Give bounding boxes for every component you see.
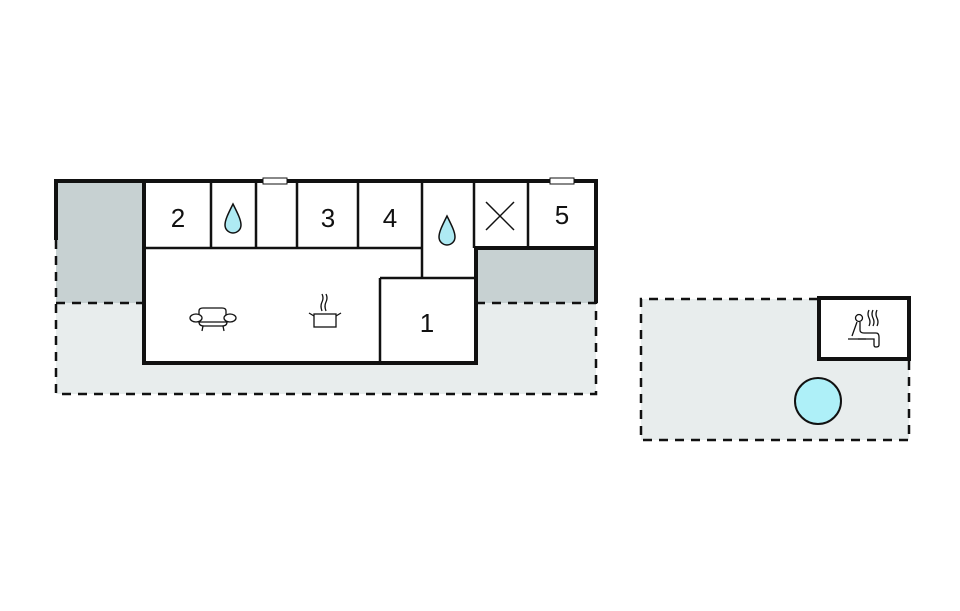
terrace-border <box>54 240 598 396</box>
water-drop-icon <box>438 214 456 246</box>
cooking-pot-icon <box>308 293 342 328</box>
water-drop-icon <box>224 202 242 234</box>
room-label-2: 2 <box>171 203 185 233</box>
window-marker <box>262 177 288 185</box>
sauna-room <box>817 296 911 361</box>
pool-terrace-border <box>639 297 911 442</box>
room-label-3: 3 <box>321 203 335 233</box>
covered-area-right <box>476 248 596 303</box>
room-label-1: 1 <box>420 308 434 338</box>
house-wall <box>142 181 596 365</box>
pool-icon <box>794 377 842 425</box>
covered-area-left <box>56 183 144 303</box>
sauna-icon <box>848 309 880 348</box>
window-marker <box>549 177 575 185</box>
outer-wall <box>54 179 598 303</box>
room-label-4: 4 <box>383 203 397 233</box>
utility-x-icon <box>485 201 515 231</box>
inner-walls <box>144 183 530 363</box>
sofa-icon <box>189 307 237 332</box>
room-label-5: 5 <box>555 200 569 230</box>
